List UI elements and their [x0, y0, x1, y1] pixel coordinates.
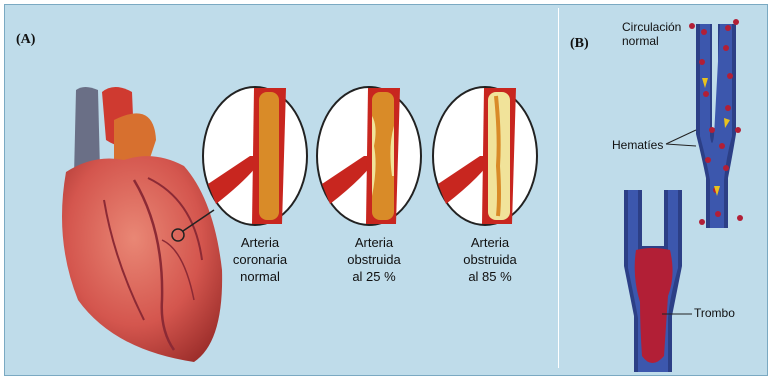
normal-vessel [688, 18, 758, 228]
thrombus-vessel [618, 186, 698, 376]
artery-normal-view [202, 86, 308, 226]
panel-divider [558, 8, 559, 368]
caption-85: Arteria obstruida al 85 % [435, 234, 545, 285]
caption-25: Arteria obstruida al 25 % [319, 234, 429, 285]
thrombus-label: Trombo [694, 306, 735, 320]
artery-25-view [316, 86, 422, 226]
red-cells-pointer [666, 128, 706, 158]
heart-body [62, 156, 222, 362]
caption-normal: Arteria coronaria normal [205, 234, 315, 285]
artery-85-view [432, 86, 538, 226]
red-cells-label: Hematíes [612, 138, 663, 152]
panel-a-label: (A) [16, 32, 35, 48]
panel-b-label: (B) [570, 36, 589, 52]
circulation-label: Circulación normal [622, 20, 681, 48]
